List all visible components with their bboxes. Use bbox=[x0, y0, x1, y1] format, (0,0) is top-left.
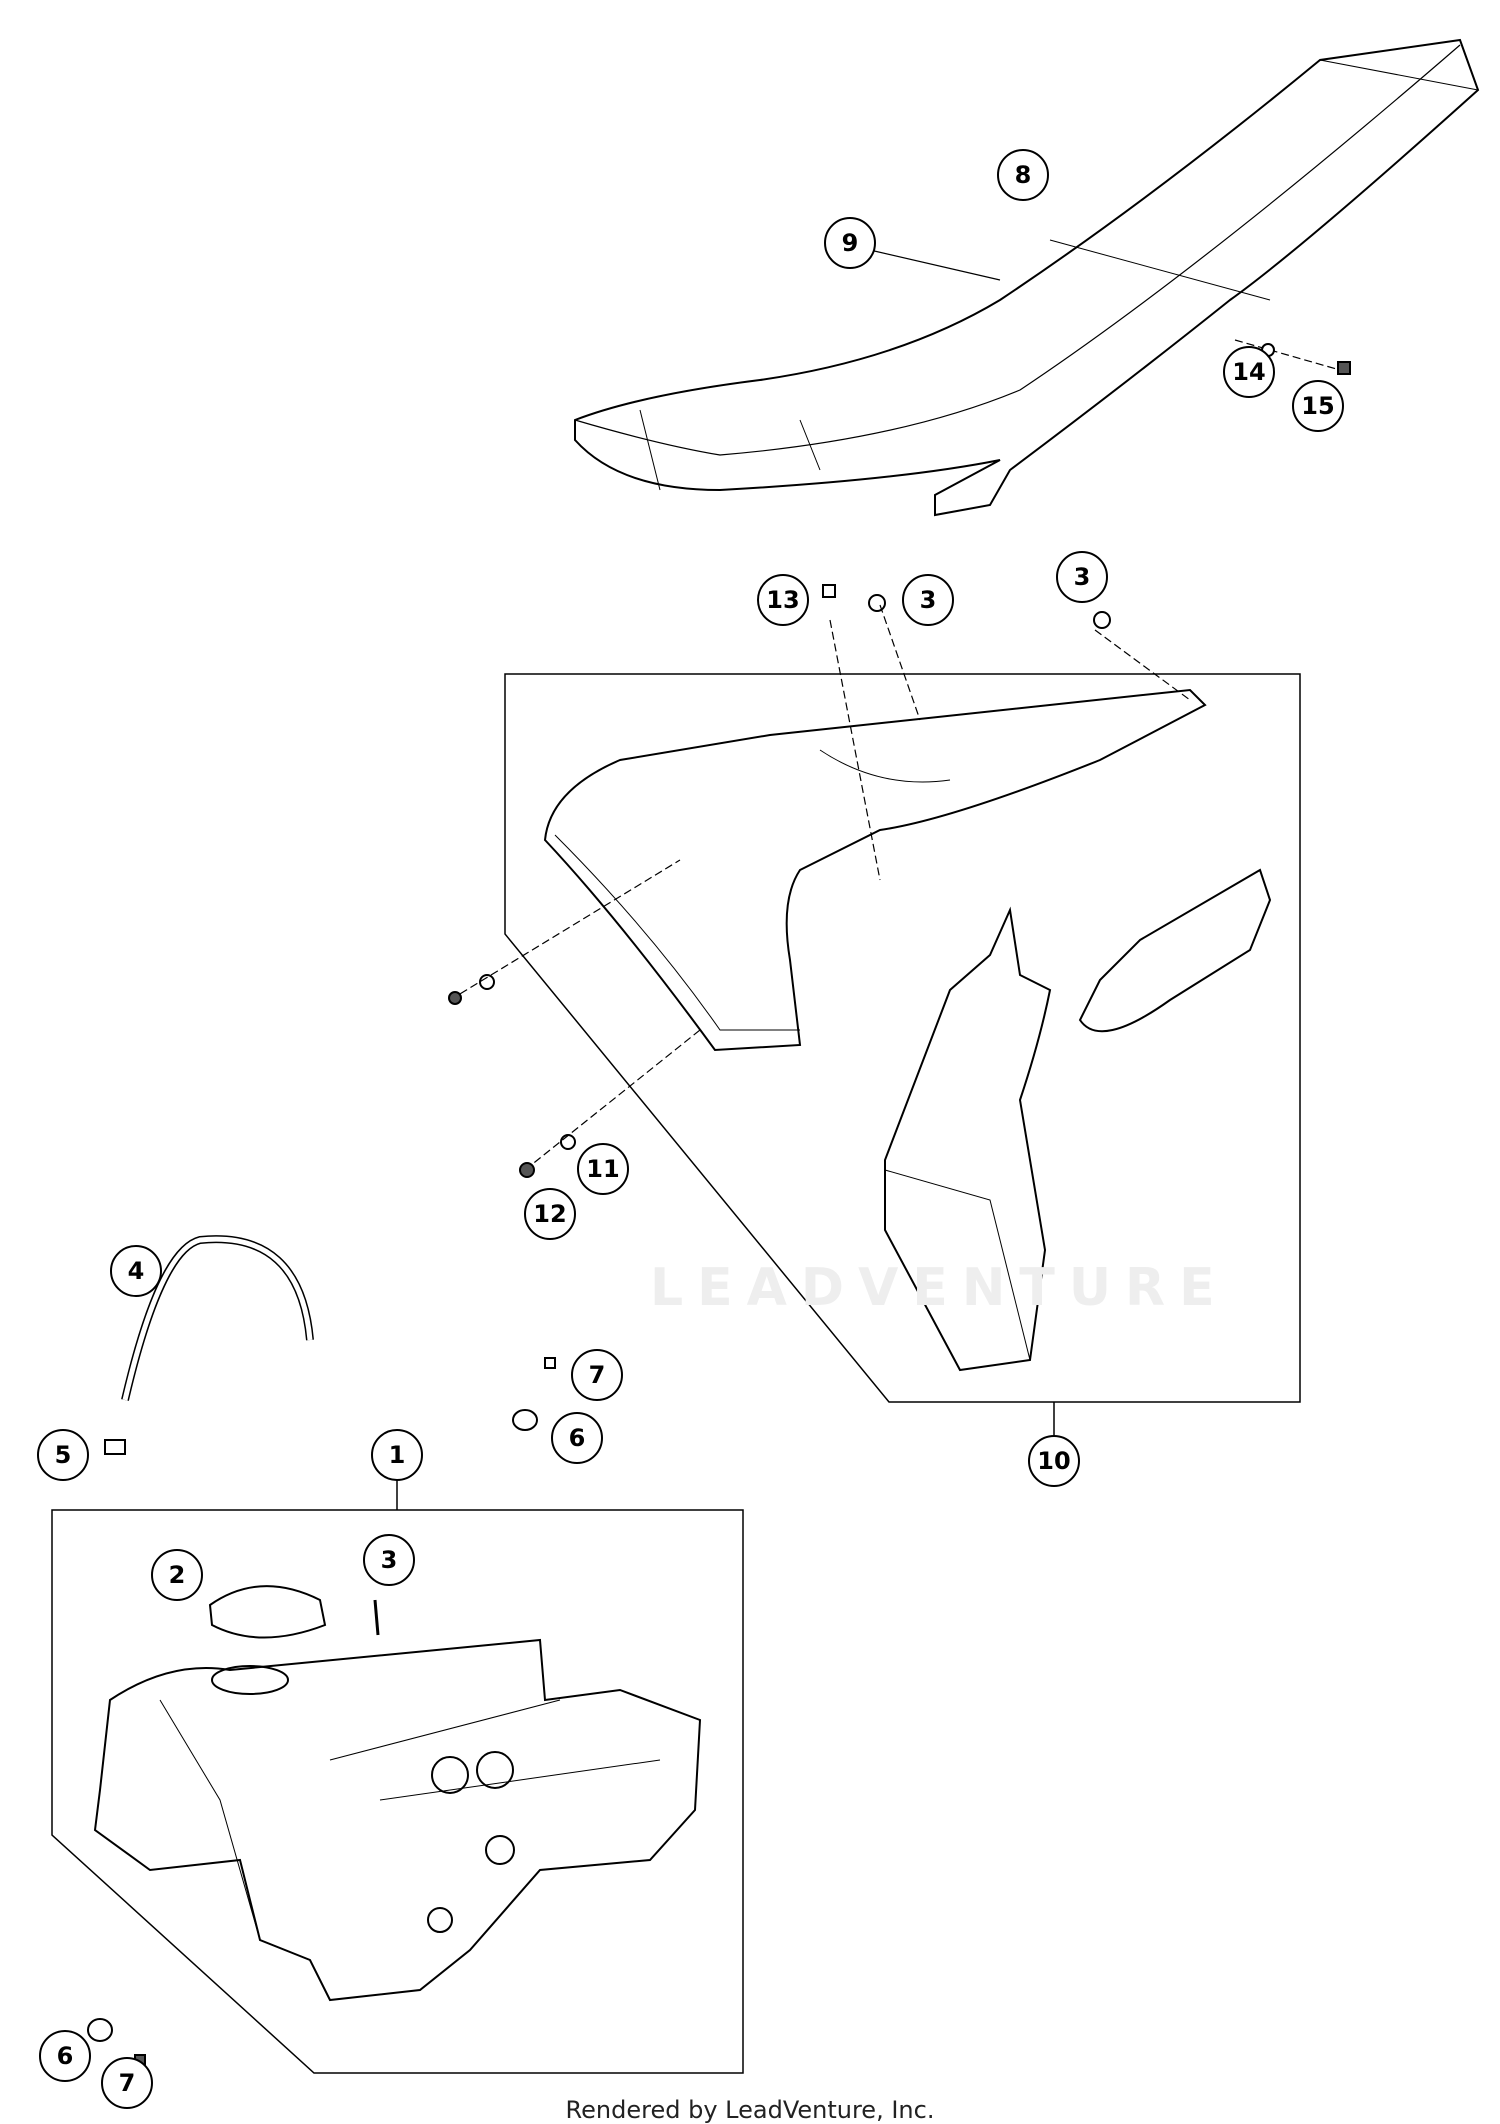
watermark: LEADVENTURE bbox=[650, 1258, 1229, 1318]
fuel-tank bbox=[93, 1638, 702, 2002]
callout-3[interactable]: 3 bbox=[902, 574, 954, 626]
callout-7[interactable]: 7 bbox=[101, 2057, 153, 2109]
callout-6[interactable]: 6 bbox=[551, 1412, 603, 1464]
callout-3[interactable]: 3 bbox=[1056, 551, 1108, 603]
callout-8[interactable]: 8 bbox=[997, 149, 1049, 201]
seat bbox=[574, 38, 1480, 517]
callout-5[interactable]: 5 bbox=[37, 1429, 89, 1481]
callout-1[interactable]: 1 bbox=[371, 1429, 423, 1481]
side-cover-right bbox=[884, 868, 1272, 1372]
callout-7[interactable]: 7 bbox=[571, 1349, 623, 1401]
callout-11[interactable]: 11 bbox=[577, 1143, 629, 1195]
callout-2[interactable]: 2 bbox=[151, 1549, 203, 1601]
callout-3[interactable]: 3 bbox=[363, 1534, 415, 1586]
callout-4[interactable]: 4 bbox=[110, 1245, 162, 1297]
side-cover-left bbox=[543, 688, 1207, 1052]
callout-12[interactable]: 12 bbox=[524, 1188, 576, 1240]
callout-9[interactable]: 9 bbox=[824, 217, 876, 269]
callout-10[interactable]: 10 bbox=[1028, 1435, 1080, 1487]
callout-14[interactable]: 14 bbox=[1223, 346, 1275, 398]
footer-credit: Rendered by LeadVenture, Inc. bbox=[565, 2096, 935, 2124]
callout-15[interactable]: 15 bbox=[1292, 380, 1344, 432]
callout-13[interactable]: 13 bbox=[757, 574, 809, 626]
callout-6[interactable]: 6 bbox=[39, 2030, 91, 2082]
